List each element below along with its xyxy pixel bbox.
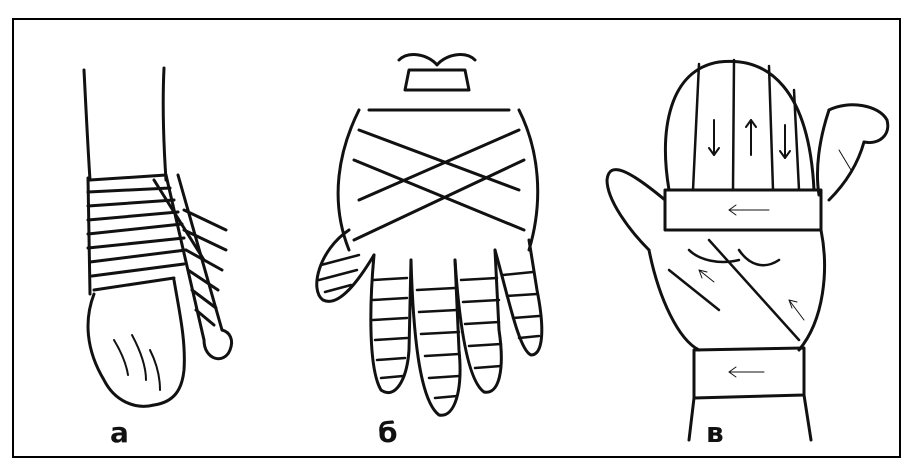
glove-hand-bandage-icon	[299, 50, 569, 430]
figure-label-b: б	[378, 416, 398, 449]
bandage-illustration-a	[54, 50, 254, 430]
figure-label-c: в	[706, 416, 724, 449]
wrist-thumb-bandage-icon	[54, 50, 254, 430]
figure-label-a: а	[110, 416, 129, 449]
mitten-hand-bandage-icon	[589, 50, 889, 430]
bandage-illustration-c	[589, 50, 889, 430]
bandage-illustration-b	[299, 50, 569, 430]
figure-frame: а б в	[12, 18, 901, 458]
